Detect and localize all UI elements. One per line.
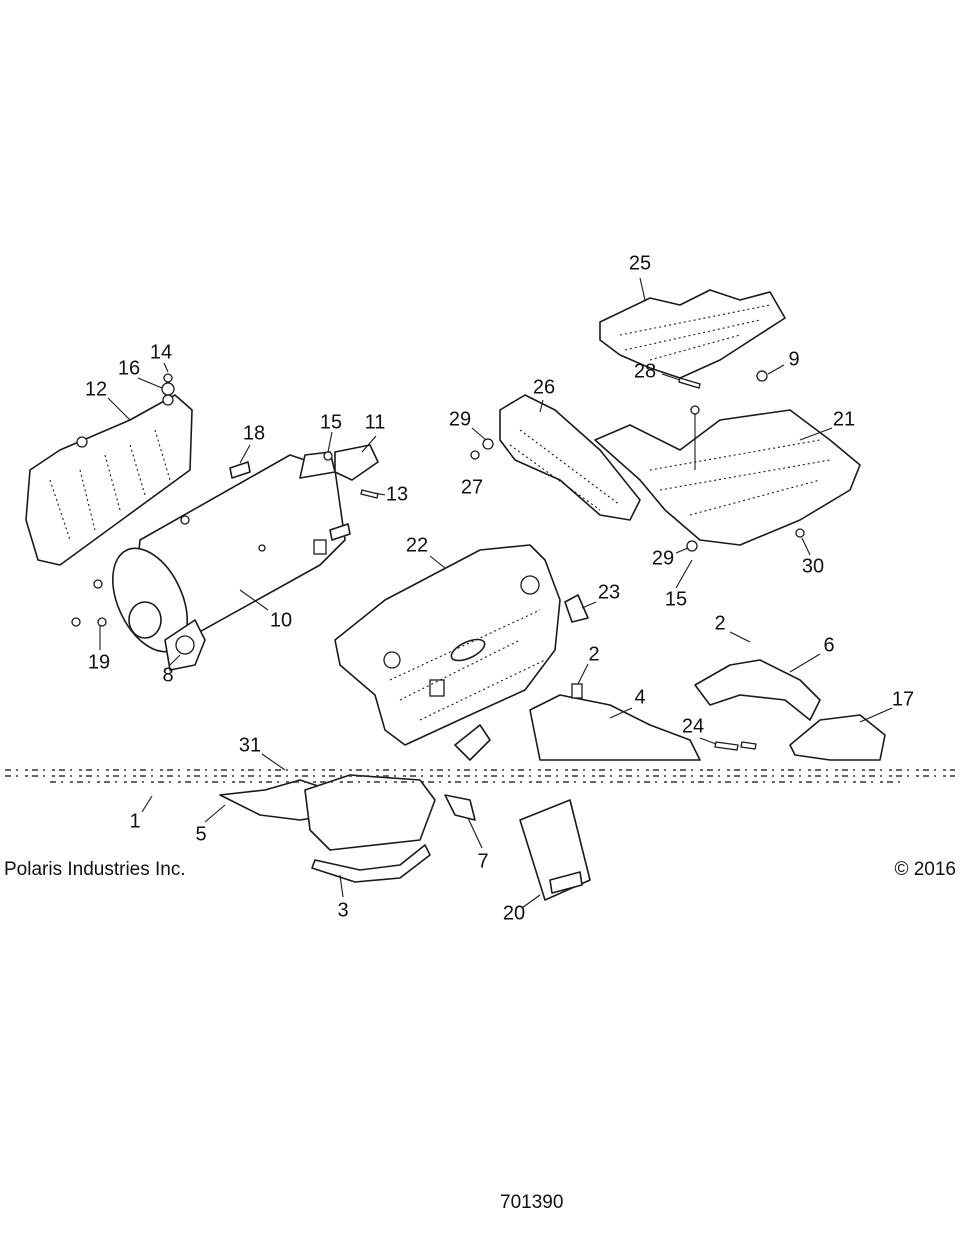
callout-27: 27 bbox=[461, 476, 483, 498]
part-14-16-fasteners bbox=[161, 373, 175, 396]
part-29-washer-left bbox=[482, 438, 494, 450]
callout-7: 7 bbox=[477, 850, 488, 872]
part-19-nuts bbox=[71, 579, 107, 627]
part-21-tray-shield bbox=[594, 405, 861, 546]
callout-14: 14 bbox=[150, 341, 172, 363]
callout-3: 3 bbox=[337, 899, 348, 921]
part-18-spring bbox=[229, 461, 351, 541]
callout-12: 12 bbox=[85, 378, 107, 400]
callout-19: 19 bbox=[88, 651, 110, 673]
part-11-bracket bbox=[334, 444, 379, 481]
callout-1: 1 bbox=[129, 810, 140, 832]
callout-18: 18 bbox=[243, 422, 265, 444]
part-20-plate bbox=[519, 799, 591, 901]
part-15-clip-upper bbox=[323, 451, 333, 461]
part-7-bracket bbox=[444, 724, 491, 821]
part-17-shield bbox=[789, 714, 886, 761]
part-8-gasket bbox=[164, 619, 206, 671]
callout-30: 30 bbox=[802, 555, 824, 577]
part-4-bracket bbox=[529, 683, 701, 761]
part-28-pin bbox=[678, 377, 701, 389]
callout-10: 10 bbox=[270, 609, 292, 631]
callout-13: 13 bbox=[386, 483, 408, 505]
callout-21: 21 bbox=[833, 408, 855, 430]
part-23-shield-clip bbox=[564, 594, 589, 623]
callout-17: 17 bbox=[892, 688, 914, 710]
callout-2-center: 2 bbox=[588, 643, 599, 665]
callout-24: 24 bbox=[682, 715, 704, 737]
part-3-clamp bbox=[311, 844, 431, 883]
callout-16: 16 bbox=[118, 357, 140, 379]
callout-4: 4 bbox=[634, 686, 645, 708]
scan-artifact-band bbox=[5, 769, 955, 783]
part-26-shield bbox=[499, 394, 641, 521]
part-25-top-shield bbox=[599, 289, 786, 379]
callout-numbers: 14 16 12 18 15 11 13 10 8 19 26 29 27 25… bbox=[85, 252, 914, 924]
callout-23: 23 bbox=[598, 581, 620, 603]
company-name: Polaris Industries Inc. bbox=[4, 859, 186, 880]
part-27-bolt bbox=[470, 450, 480, 460]
callout-25: 25 bbox=[629, 252, 651, 274]
callout-29-left: 29 bbox=[449, 408, 471, 430]
callout-6: 6 bbox=[823, 634, 834, 656]
callout-28: 28 bbox=[634, 360, 656, 382]
leader-lines bbox=[99, 277, 893, 909]
callout-29-right: 29 bbox=[652, 547, 674, 569]
part-10-muffler bbox=[112, 451, 346, 653]
callout-2-right: 2 bbox=[714, 612, 725, 634]
callout-22: 22 bbox=[406, 534, 428, 556]
part-13-bolt bbox=[360, 489, 379, 499]
callout-8: 8 bbox=[162, 664, 173, 686]
callout-31: 31 bbox=[239, 734, 261, 756]
part-12-manifold-shield bbox=[25, 394, 193, 566]
part-29-washer-right bbox=[686, 540, 698, 552]
copyright-notice: © 2016 bbox=[894, 859, 956, 880]
callout-26: 26 bbox=[533, 376, 555, 398]
part-24-bolts bbox=[714, 741, 757, 751]
callout-9: 9 bbox=[788, 348, 799, 370]
callout-15-lower: 15 bbox=[665, 588, 687, 610]
drawing-number: 701390 bbox=[500, 1192, 564, 1213]
callout-5: 5 bbox=[195, 823, 206, 845]
callout-20: 20 bbox=[503, 902, 525, 924]
callout-11: 11 bbox=[365, 411, 386, 433]
part-30-fastener bbox=[795, 528, 805, 538]
callout-15-upper: 15 bbox=[320, 411, 342, 433]
part-9-fastener bbox=[756, 370, 768, 382]
part-6-shield bbox=[694, 659, 821, 721]
part-22-center-shield bbox=[334, 544, 561, 746]
part-5-pipe bbox=[219, 774, 436, 851]
